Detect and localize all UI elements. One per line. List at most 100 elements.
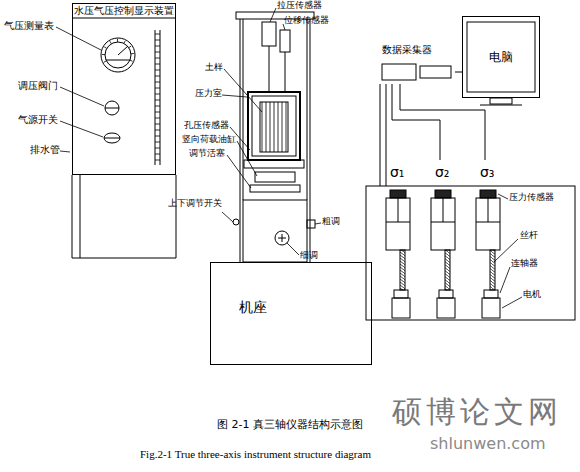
tick <box>155 34 160 35</box>
tick <box>155 52 160 53</box>
lead-screw <box>490 250 495 290</box>
loading-frame-part <box>252 96 296 156</box>
rod <box>488 198 489 222</box>
control-cabinet-part <box>105 101 119 115</box>
loading-frame-part <box>248 92 300 160</box>
data-collector-part <box>485 110 486 160</box>
gauge-tick <box>117 39 118 42</box>
node-label: 水压气压控制显示装置 <box>74 5 174 17</box>
callout-label: 丝杆 <box>520 230 538 241</box>
leader-lines-part <box>270 8 276 22</box>
control-panel: 水压气压控制显示装置 <box>72 3 176 175</box>
node-label: 机座 <box>239 299 267 316</box>
motor <box>392 298 410 318</box>
loading-frame-part <box>250 185 300 192</box>
control-cabinet-part <box>155 30 156 165</box>
gauge-tick <box>104 47 107 49</box>
gauge-tick <box>102 54 105 55</box>
tick <box>155 94 160 95</box>
tick <box>155 130 160 131</box>
data-collector-part <box>440 120 441 160</box>
loading-frame-part <box>310 19 311 262</box>
leader-lines <box>56 8 522 308</box>
callout-label: 电机 <box>523 289 541 300</box>
lead-screw <box>400 250 405 290</box>
leader-lines-part <box>287 243 299 255</box>
stress-symbol: σ₁ <box>390 164 405 181</box>
leader-lines-part <box>60 151 70 152</box>
computer-part <box>490 98 512 104</box>
data-collector-part <box>382 64 416 80</box>
loading-frame-part <box>282 234 283 242</box>
gauge-tick <box>124 41 125 44</box>
tick <box>155 82 160 83</box>
cable-connector <box>455 72 462 73</box>
callout-label: 调节活塞 <box>189 148 225 159</box>
callout-label: 细调 <box>300 250 318 261</box>
pressure-sensor <box>390 190 406 198</box>
machine-base: 机座 <box>210 262 372 365</box>
data-collector-part <box>392 120 440 121</box>
tick <box>155 112 160 113</box>
loading-frame-part <box>255 172 295 182</box>
callout-label: 位移传感器 <box>284 15 329 26</box>
stress-symbol: σ₂ <box>435 164 450 181</box>
control-cabinet-part <box>160 30 161 165</box>
loading-frame-part <box>233 219 239 225</box>
control-cabinet-part <box>80 175 81 258</box>
callout-label: 调压阀门 <box>18 80 58 92</box>
gauge-tick <box>104 61 107 62</box>
tick <box>155 46 160 47</box>
cylinder <box>431 198 455 250</box>
loading-frame-part <box>243 19 244 200</box>
tick <box>155 118 160 119</box>
rod <box>398 198 399 222</box>
tick <box>155 40 160 41</box>
callout-label: 排水管 <box>30 144 60 156</box>
coupling <box>439 290 453 298</box>
leader-lines-part <box>502 297 522 308</box>
leader-lines-part <box>60 121 103 137</box>
callout-label: 气源开关 <box>18 114 58 126</box>
motor <box>437 298 455 318</box>
callout-label: 拉压传感器 <box>277 0 322 11</box>
loading-frame-part <box>244 160 304 168</box>
control-cabinet-part <box>106 60 130 61</box>
control-cabinet-part <box>105 42 131 68</box>
control-cabinet-part <box>101 38 135 72</box>
node-label: 数据采集器 <box>382 44 432 56</box>
tick <box>155 76 160 77</box>
tick <box>155 154 160 155</box>
leader-lines-part <box>222 212 233 222</box>
loading-frame-part <box>307 19 308 200</box>
leader-lines-part <box>56 27 101 50</box>
control-cabinet-part <box>176 175 177 258</box>
data-collector <box>380 64 485 186</box>
tick <box>155 100 160 101</box>
pressure-sensor <box>480 190 496 198</box>
control-cabinet-part <box>118 46 128 55</box>
control-cabinet <box>72 18 176 258</box>
gauge-tick <box>130 60 133 61</box>
coupling <box>484 290 498 298</box>
control-cabinet-part <box>72 258 176 259</box>
pressure-sensor <box>435 190 451 198</box>
node-label: 电脑 <box>489 50 513 64</box>
tick <box>155 58 160 59</box>
gauge-tick <box>110 41 112 44</box>
loading-frame <box>233 12 315 262</box>
data-collector-part <box>386 84 387 186</box>
data-collector-part <box>400 84 401 110</box>
computer <box>467 22 535 105</box>
actuator-frame <box>366 186 575 320</box>
leader-lines-part <box>315 223 321 224</box>
computer-monitor: 电脑 <box>462 16 540 98</box>
callout-label: 压力传感器 <box>509 192 554 203</box>
data-collector-part <box>392 84 393 120</box>
control-cabinet-part <box>72 18 176 19</box>
loading-frame-part <box>280 30 290 52</box>
leader-lines-part <box>60 87 104 106</box>
gauge-tick <box>129 46 131 48</box>
watermark: shlunwen.com <box>430 434 546 453</box>
